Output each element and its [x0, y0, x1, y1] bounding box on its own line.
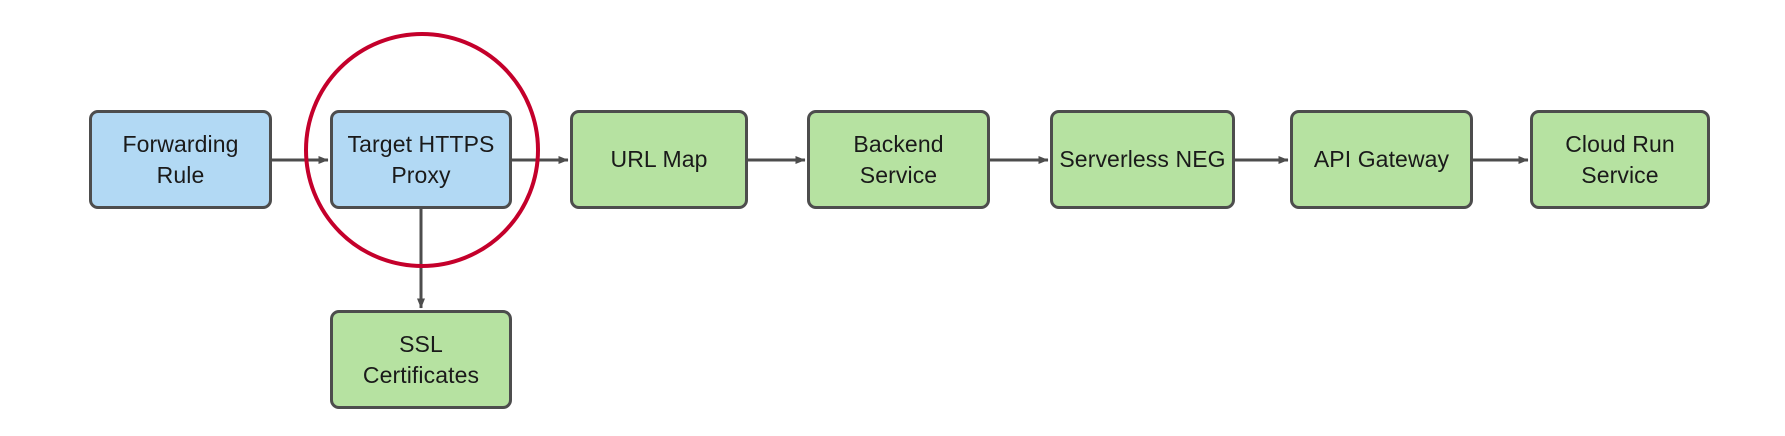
node-label-backend-service: Backend Service — [853, 131, 944, 188]
node-serverless-neg[interactable]: Serverless NEG — [1050, 110, 1235, 209]
node-cloud-run-service[interactable]: Cloud Run Service — [1530, 110, 1710, 209]
node-url-map[interactable]: URL Map — [570, 110, 748, 209]
node-target-https-proxy[interactable]: Target HTTPS Proxy — [330, 110, 512, 209]
node-label-api-gateway: API Gateway — [1313, 146, 1450, 173]
node-label-target-https-proxy: Target HTTPS Proxy — [347, 131, 495, 188]
node-forwarding-rule[interactable]: Forwarding Rule — [89, 110, 272, 209]
node-label-url-map: URL Map — [610, 146, 708, 173]
node-label-serverless-neg: Serverless NEG — [1059, 146, 1226, 173]
node-label-cloud-run-service: Cloud Run Service — [1565, 131, 1675, 188]
node-label-forwarding-rule: Forwarding Rule — [122, 131, 239, 188]
node-backend-service[interactable]: Backend Service — [807, 110, 990, 209]
node-ssl-certificates[interactable]: SSL Certificates — [330, 310, 512, 409]
node-label-ssl-certificates: SSL Certificates — [362, 331, 480, 388]
node-api-gateway[interactable]: API Gateway — [1290, 110, 1473, 209]
highlight-circle-target-https-proxy — [304, 32, 540, 268]
